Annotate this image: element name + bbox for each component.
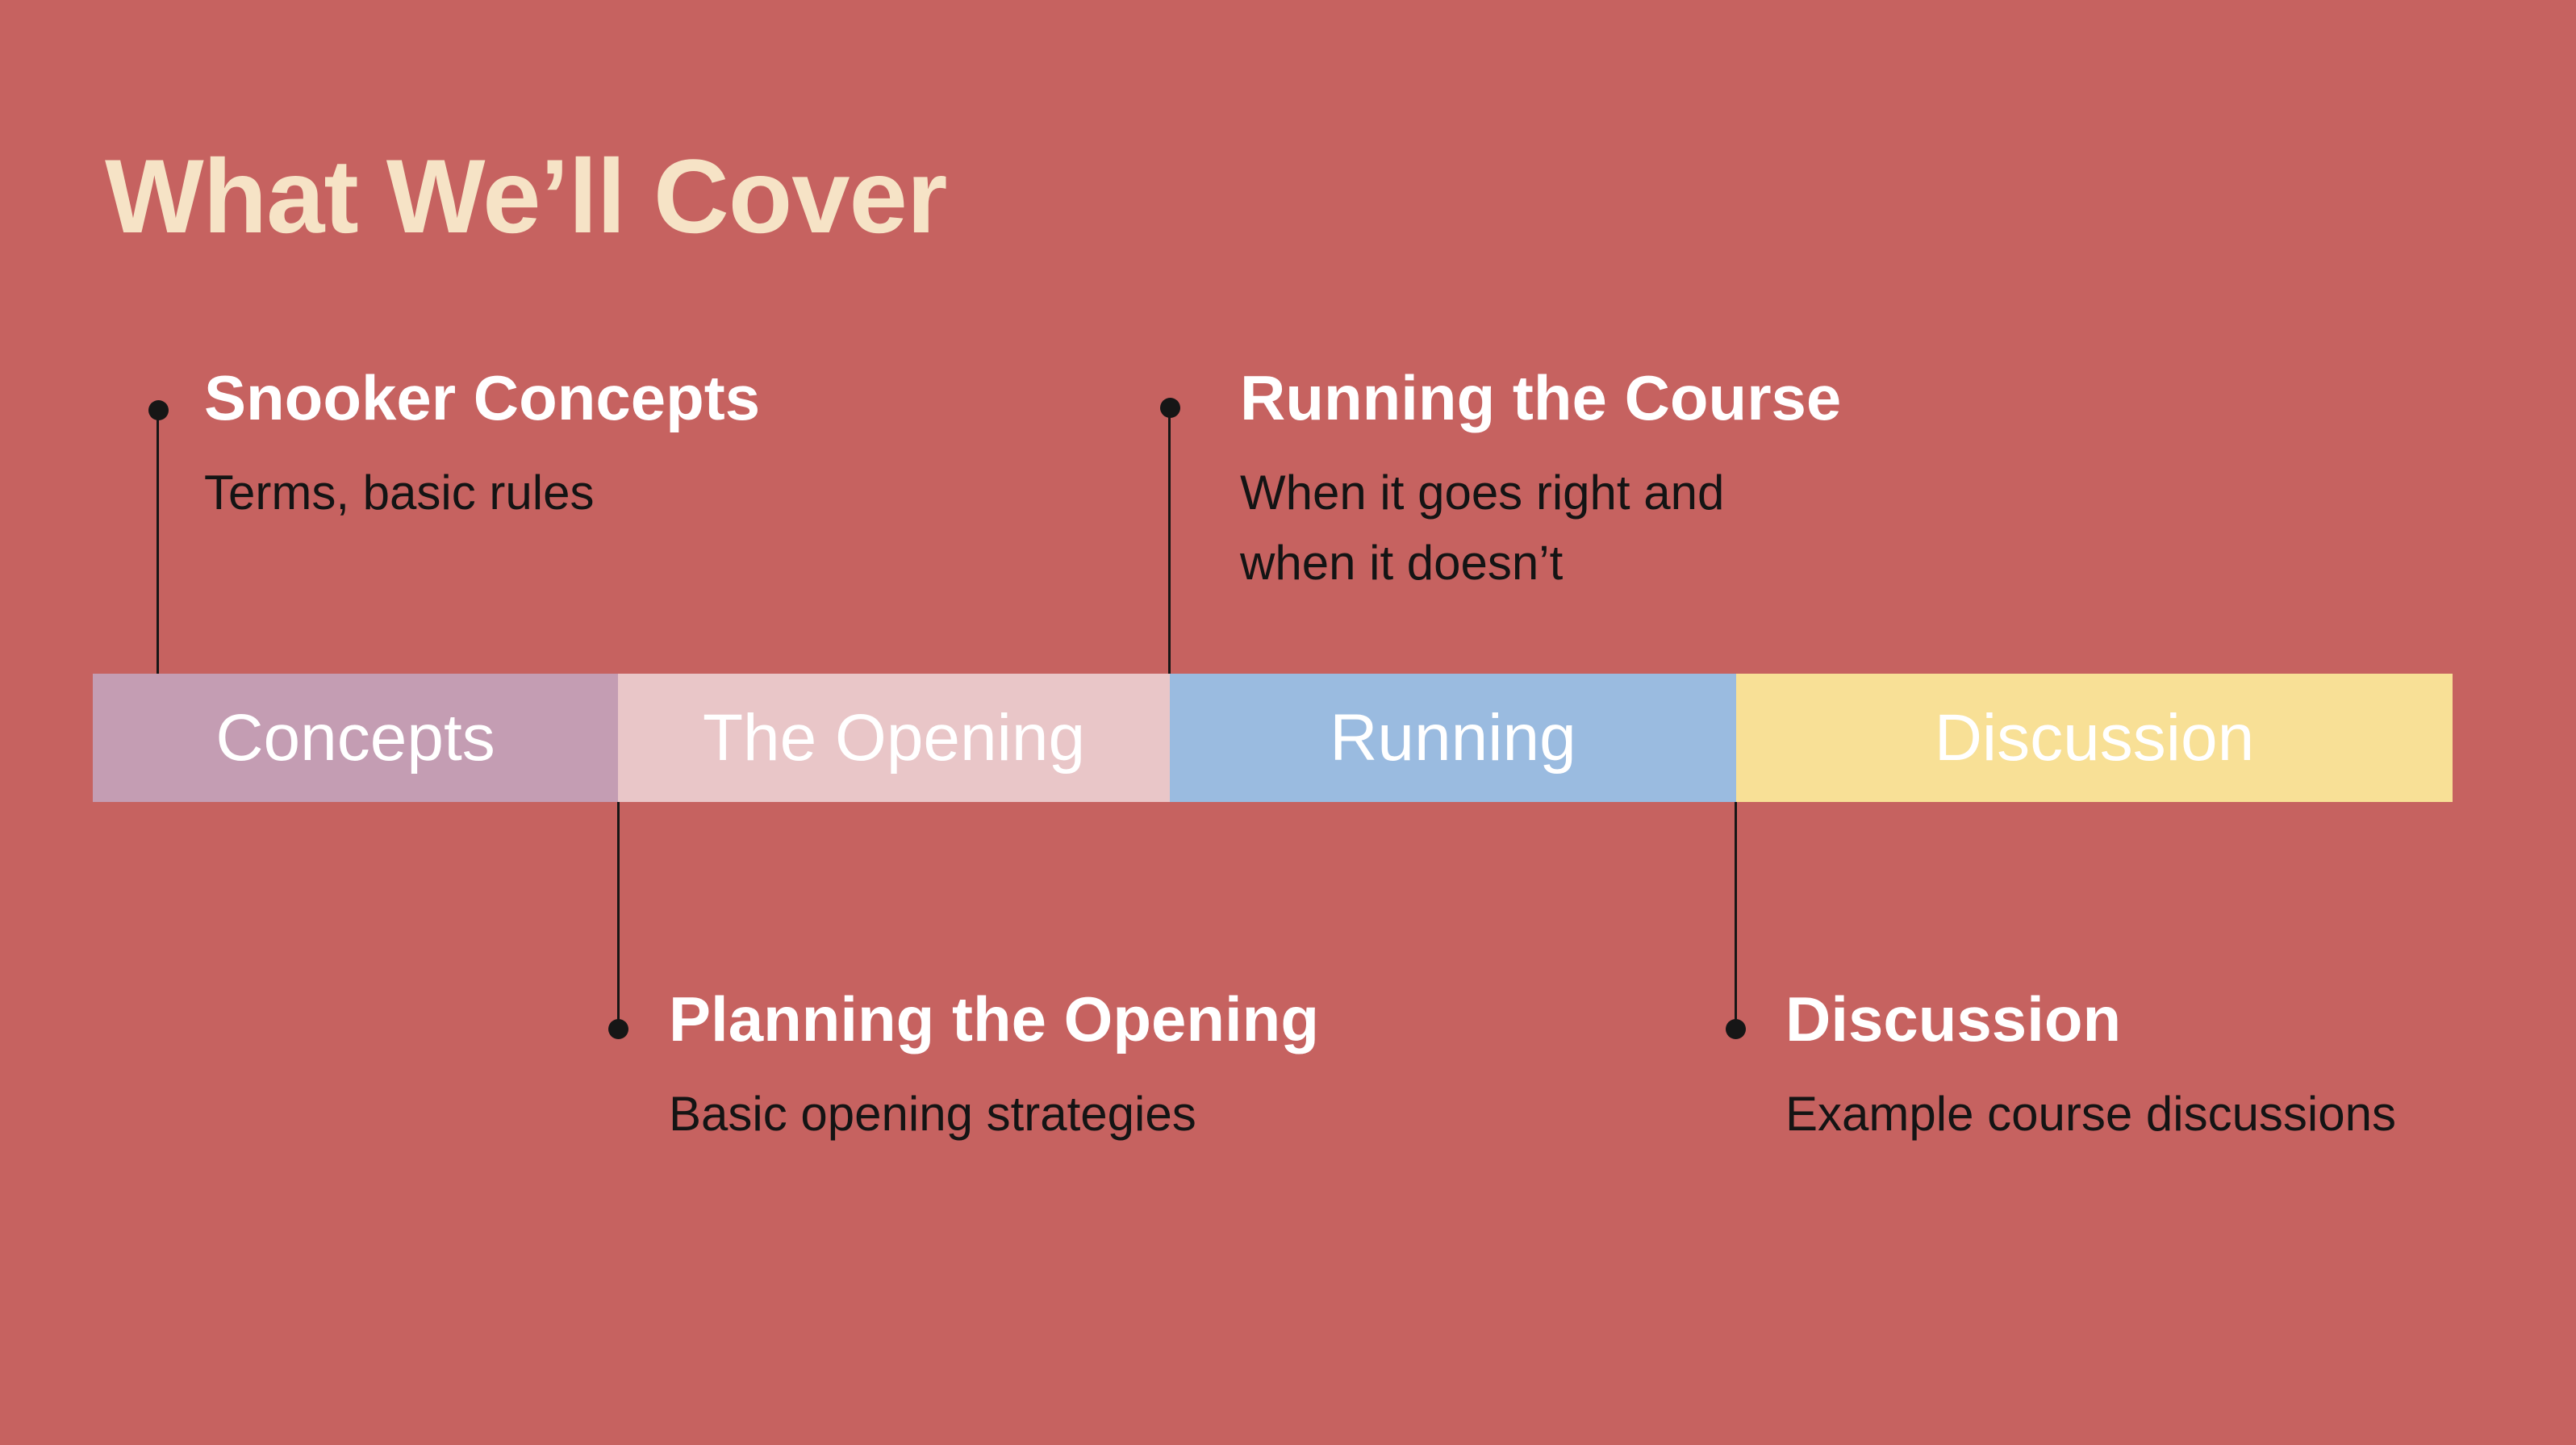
timeline-segment-the-opening: The Opening <box>618 674 1170 802</box>
timeline-segment-label-concepts: Concepts <box>215 700 495 775</box>
timeline-segment-running: Running <box>1169 674 1736 802</box>
timeline-segment-label-running: Running <box>1330 700 1576 775</box>
connector-dot-planning-the-opening <box>608 1019 628 1039</box>
timeline-bar: Concepts The Opening Running Discussion <box>93 674 2453 802</box>
timeline-segment-discussion: Discussion <box>1735 674 2453 802</box>
page-title: What We’ll Cover <box>105 137 947 255</box>
callout-planning-the-opening: Planning the Opening Basic opening strat… <box>669 988 1319 1149</box>
callout-body-discussion: Example course discussions <box>1785 1087 2397 1141</box>
timeline-segment-concepts: Concepts <box>93 674 619 802</box>
connector-line-planning-the-opening <box>617 802 620 1029</box>
callout-body-planning-the-opening: Basic opening strategies <box>669 1087 1196 1141</box>
timeline-segment-label-the-opening: The Opening <box>702 700 1086 775</box>
callout-discussion: Discussion Example course discussions <box>1785 988 2396 1149</box>
connector-line-running-the-course <box>1168 407 1171 674</box>
callout-running-the-course: Running the Course When it goes right an… <box>1240 366 1841 598</box>
connector-dot-running-the-course <box>1160 398 1180 418</box>
callout-heading-running-the-course: Running the Course <box>1240 362 1842 433</box>
callout-snooker-concepts: Snooker Concepts Terms, basic rules <box>204 366 760 528</box>
connector-line-discussion <box>1735 802 1737 1029</box>
connector-dot-discussion <box>1726 1019 1746 1039</box>
connector-line-snooker-concepts <box>157 410 159 674</box>
callout-heading-discussion: Discussion <box>1785 984 2122 1055</box>
timeline-segment-label-discussion: Discussion <box>1934 700 2255 775</box>
callout-body-running-the-course: When it goes right and when it doesn’t <box>1240 466 1725 590</box>
callout-heading-planning-the-opening: Planning the Opening <box>669 984 1319 1055</box>
callout-body-snooker-concepts: Terms, basic rules <box>204 466 595 520</box>
connector-dot-snooker-concepts <box>148 400 169 420</box>
callout-heading-snooker-concepts: Snooker Concepts <box>204 362 761 433</box>
